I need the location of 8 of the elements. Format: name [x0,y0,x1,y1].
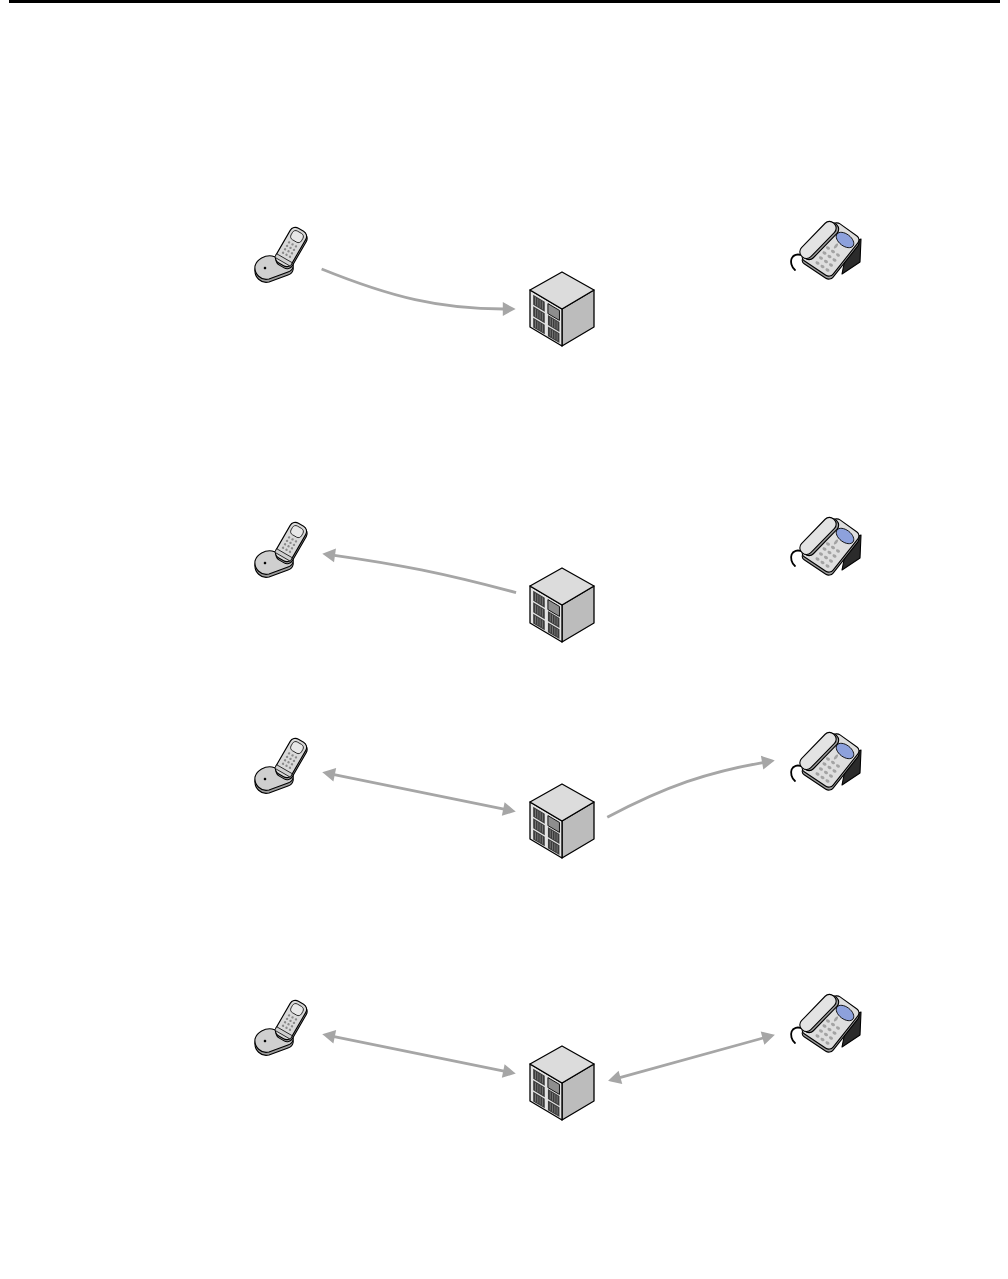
mobile-phone-icon [254,226,308,283]
server-icon [529,271,595,347]
server-icon [529,783,595,859]
mobile-phone-icon [254,737,308,794]
mobile-phone-icon [254,521,308,578]
mobile-phone-icon [254,999,308,1056]
server-icon [529,567,595,643]
server-icon [529,1045,595,1121]
